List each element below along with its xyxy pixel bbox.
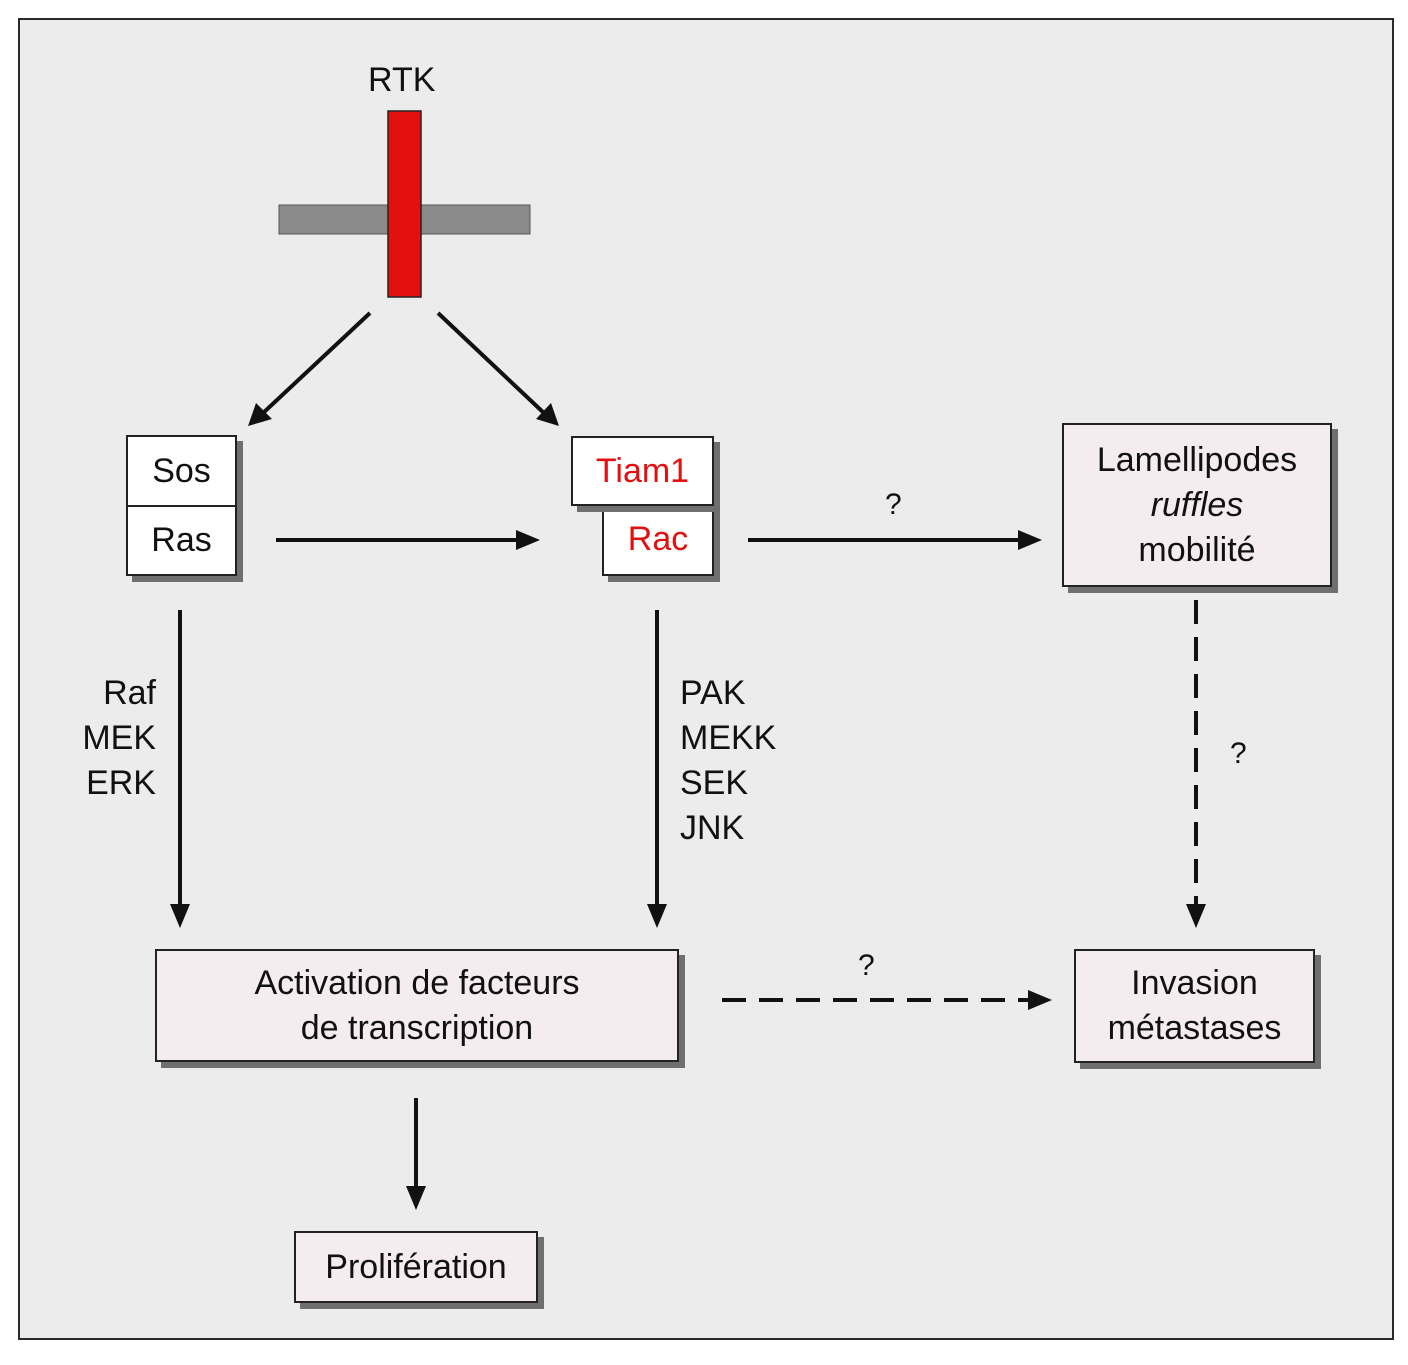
rac-cascade-label-pak: PAK: [680, 674, 746, 712]
rac-label: Rac: [627, 520, 689, 558]
invasion-box: Invasion métastases: [1074, 949, 1315, 1063]
proliferation-label: Prolifération: [325, 1247, 507, 1286]
ras-cascade-label-erk: ERK: [86, 764, 156, 802]
rac-cascade-label-mekk: MEKK: [680, 719, 777, 757]
ras-cascade-label-raf: Raf: [103, 674, 156, 712]
arrowhead-rac-lam: [1018, 530, 1042, 550]
tiam1-box: Tiam1: [571, 436, 714, 506]
rac-cascade-label-sek: SEK: [680, 764, 749, 802]
arrowhead-ras-rac: [516, 530, 540, 550]
question-mark-rac-lamellipodes: ?: [885, 488, 902, 521]
proliferation-box: Prolifération: [294, 1231, 538, 1303]
ras-cascade-label-mek: MEK: [82, 719, 156, 757]
ras-box: Ras: [126, 505, 237, 576]
arrowhead-act-inv: [1028, 990, 1052, 1010]
arrow-rtk-to-tiam1: [436, 311, 547, 416]
arrowhead-rtk-sos: [248, 403, 272, 426]
question-mark-activation-invasion: ?: [858, 949, 875, 982]
ruffles-line: ruffles: [1150, 485, 1244, 524]
rac-cascade-label-jnk: JNK: [680, 809, 745, 847]
figure-frame: [18, 18, 1394, 1340]
arrowhead-ras-down: [170, 904, 190, 928]
lamellipodes-line: Lamellipodes: [1096, 440, 1298, 479]
activation-line-1: Activation de facteurs: [254, 963, 580, 1002]
rtk-receptor: [387, 110, 422, 298]
ras-label: Ras: [151, 521, 212, 559]
mobilite-line: mobilité: [1138, 530, 1256, 569]
arrowhead-act-prol: [406, 1186, 426, 1210]
arrowhead-lam-inv: [1186, 904, 1206, 928]
invasion-line-2: métastases: [1107, 1009, 1282, 1047]
rtk-label: RTK: [368, 61, 436, 99]
arrow-rtk-to-sos: [260, 311, 372, 416]
invasion-line-1: Invasion: [1131, 964, 1258, 1002]
rac-box: Rac: [602, 503, 714, 576]
sos-box: Sos: [126, 435, 237, 507]
sos-label: Sos: [152, 451, 211, 490]
activation-line-2: de transcription: [300, 1008, 534, 1047]
question-mark-lamellipodes-invasion: ?: [1230, 737, 1247, 770]
lamellipodes-box: Lamellipodes ruffles mobilité: [1062, 423, 1332, 587]
arrowhead-rac-down: [647, 904, 667, 928]
activation-box: Activation de facteurs de transcription: [155, 949, 679, 1062]
tiam1-label: Tiam1: [595, 451, 690, 490]
arrowhead-rtk-tiam1: [536, 403, 559, 426]
